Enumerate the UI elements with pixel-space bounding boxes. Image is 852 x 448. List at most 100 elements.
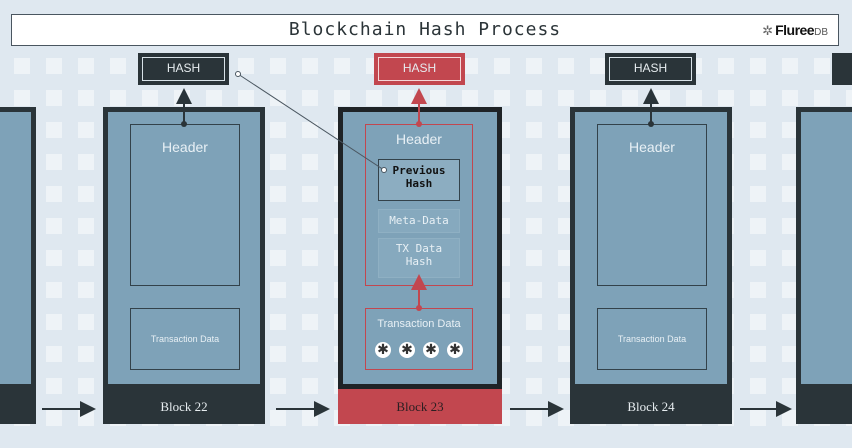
header-to-hash-arrow-24	[643, 88, 659, 127]
background-tile	[46, 90, 62, 106]
background-tile	[526, 410, 542, 426]
background-tile	[462, 90, 478, 106]
background-tile	[78, 154, 94, 170]
background-tile	[46, 58, 62, 74]
background-tile	[718, 90, 734, 106]
previous-hash-line1: Previous	[392, 164, 446, 177]
background-tile	[526, 378, 542, 394]
background-tile	[750, 154, 766, 170]
background-tile	[782, 346, 798, 362]
background-tile	[782, 282, 798, 298]
block-23-label: Block 23	[396, 399, 444, 414]
background-tile	[750, 314, 766, 330]
background-tile	[782, 378, 798, 394]
background-tile	[46, 218, 62, 234]
background-tile	[46, 250, 62, 266]
background-tile	[78, 378, 94, 394]
background-tile	[782, 122, 798, 138]
background-tile	[334, 58, 350, 74]
background-tile	[782, 314, 798, 330]
background-tile	[558, 58, 574, 74]
background-tile	[526, 186, 542, 202]
block-22-transaction-data: Transaction Data	[130, 308, 240, 370]
background-tile	[302, 346, 318, 362]
header-label: Header	[629, 139, 675, 155]
block-22: Header Transaction Data	[103, 107, 265, 389]
tx-data-hash-box: TX Data Hash	[378, 238, 460, 278]
asterisk-icon: ✱	[399, 342, 415, 358]
background-tile	[494, 58, 510, 74]
previous-hash-link	[235, 71, 387, 173]
encrypted-data-icons: ✱✱✱✱	[366, 341, 472, 359]
background-tile	[110, 90, 126, 106]
background-tile	[782, 250, 798, 266]
background-tile	[270, 186, 286, 202]
transaction-label: Transaction Data	[377, 318, 461, 330]
background-tile	[238, 58, 254, 74]
background-tile	[78, 282, 94, 298]
block-24-label: Block 24	[627, 399, 675, 414]
tx-data-hash-line2: Hash	[405, 255, 433, 268]
block-22-footer: Block 22	[103, 389, 265, 424]
background-tile	[718, 58, 734, 74]
block-22-hash: HASH	[138, 53, 229, 85]
background-tile	[270, 346, 286, 362]
background-tile	[782, 58, 798, 74]
background-tile	[78, 314, 94, 330]
tx-data-hash-line1: TX Data	[395, 242, 443, 255]
background-tile	[398, 90, 414, 106]
background-tile	[302, 282, 318, 298]
background-tile	[302, 250, 318, 266]
background-tile	[14, 58, 30, 74]
background-tile	[14, 90, 30, 106]
background-tile	[526, 122, 542, 138]
background-tile	[270, 314, 286, 330]
background-tile	[78, 250, 94, 266]
background-tile	[462, 58, 478, 74]
block-23-transaction-data: Transaction Data ✱✱✱✱	[365, 308, 473, 370]
meta-data-label: Meta-Data	[389, 214, 449, 227]
background-tile	[750, 250, 766, 266]
background-tile	[526, 282, 542, 298]
background-tile	[782, 154, 798, 170]
background-tile	[494, 90, 510, 106]
asterisk-icon: ✱	[447, 342, 463, 358]
asterisk-icon: ✱	[375, 342, 391, 358]
background-tile	[526, 346, 542, 362]
background-tile	[782, 186, 798, 202]
background-tile	[46, 122, 62, 138]
background-tile	[750, 186, 766, 202]
background-tile	[430, 90, 446, 106]
background-tile	[750, 218, 766, 234]
background-tile	[686, 90, 702, 106]
block-23-hash: HASH	[374, 53, 465, 85]
background-tile	[526, 58, 542, 74]
title-bar: Blockchain Hash Process ✲FlureeDB	[11, 14, 839, 46]
background-tile	[238, 90, 254, 106]
background-tile	[78, 186, 94, 202]
background-tile	[526, 218, 542, 234]
background-tile	[46, 282, 62, 298]
background-tile	[46, 154, 62, 170]
background-tile	[334, 90, 350, 106]
background-tile	[46, 314, 62, 330]
block-23: Header Previous Hash Meta-Data TX Data H…	[338, 107, 502, 389]
background-tile	[366, 90, 382, 106]
background-tile	[814, 58, 830, 74]
background-tile	[782, 218, 798, 234]
background-tile	[302, 58, 318, 74]
background-tile	[270, 282, 286, 298]
block-21-partial	[0, 107, 36, 389]
background-tile	[846, 90, 852, 106]
background-tile	[750, 58, 766, 74]
background-tile	[46, 410, 62, 426]
background-tile	[750, 90, 766, 106]
background-tile	[78, 90, 94, 106]
block-25-partial	[796, 107, 852, 389]
logo: ✲FlureeDB	[762, 22, 828, 39]
fluree-logo-icon: ✲	[762, 23, 774, 38]
background-tile	[590, 90, 606, 106]
background-tile	[270, 410, 286, 426]
